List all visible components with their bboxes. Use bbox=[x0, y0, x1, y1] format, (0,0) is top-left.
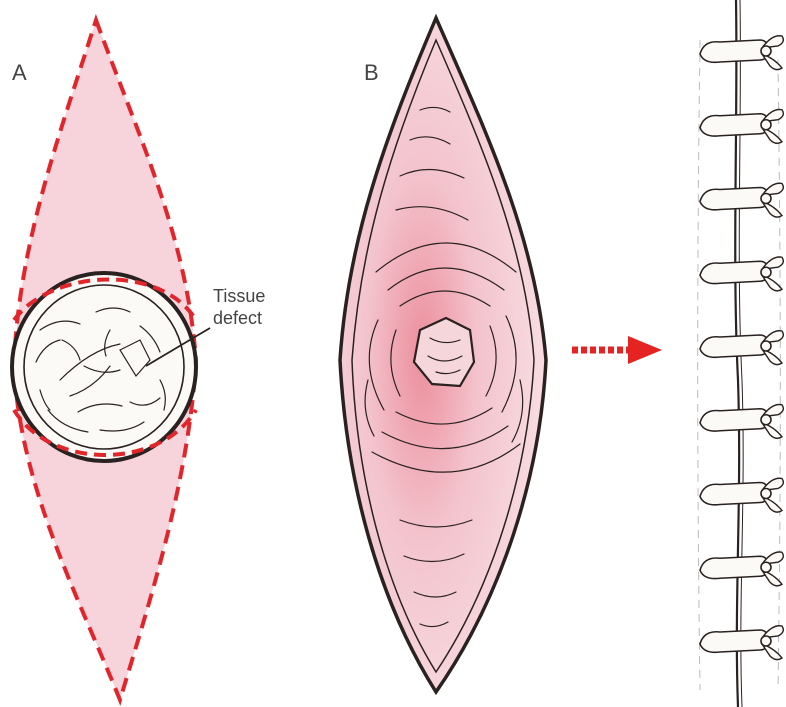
skin-edge-left bbox=[698, 40, 700, 690]
suture bbox=[700, 405, 783, 439]
suture bbox=[700, 478, 783, 512]
suture bbox=[700, 331, 783, 365]
right-arrow-icon bbox=[572, 336, 662, 364]
tissue-defect bbox=[12, 273, 196, 461]
sutured-closure bbox=[698, 0, 784, 707]
callout-label-line2: defect bbox=[213, 308, 262, 328]
callout-label-line1: Tissue bbox=[213, 286, 265, 306]
suture bbox=[700, 626, 783, 660]
skin-edge-right bbox=[778, 60, 780, 690]
suture bbox=[700, 257, 783, 291]
panel-a-label: A bbox=[12, 60, 27, 85]
suture bbox=[700, 36, 783, 70]
panel-b: B bbox=[340, 18, 546, 692]
panel-a: A Tissue defect bbox=[12, 20, 265, 700]
suture bbox=[700, 183, 783, 217]
panel-b-label: B bbox=[364, 60, 379, 85]
suture bbox=[700, 110, 783, 144]
